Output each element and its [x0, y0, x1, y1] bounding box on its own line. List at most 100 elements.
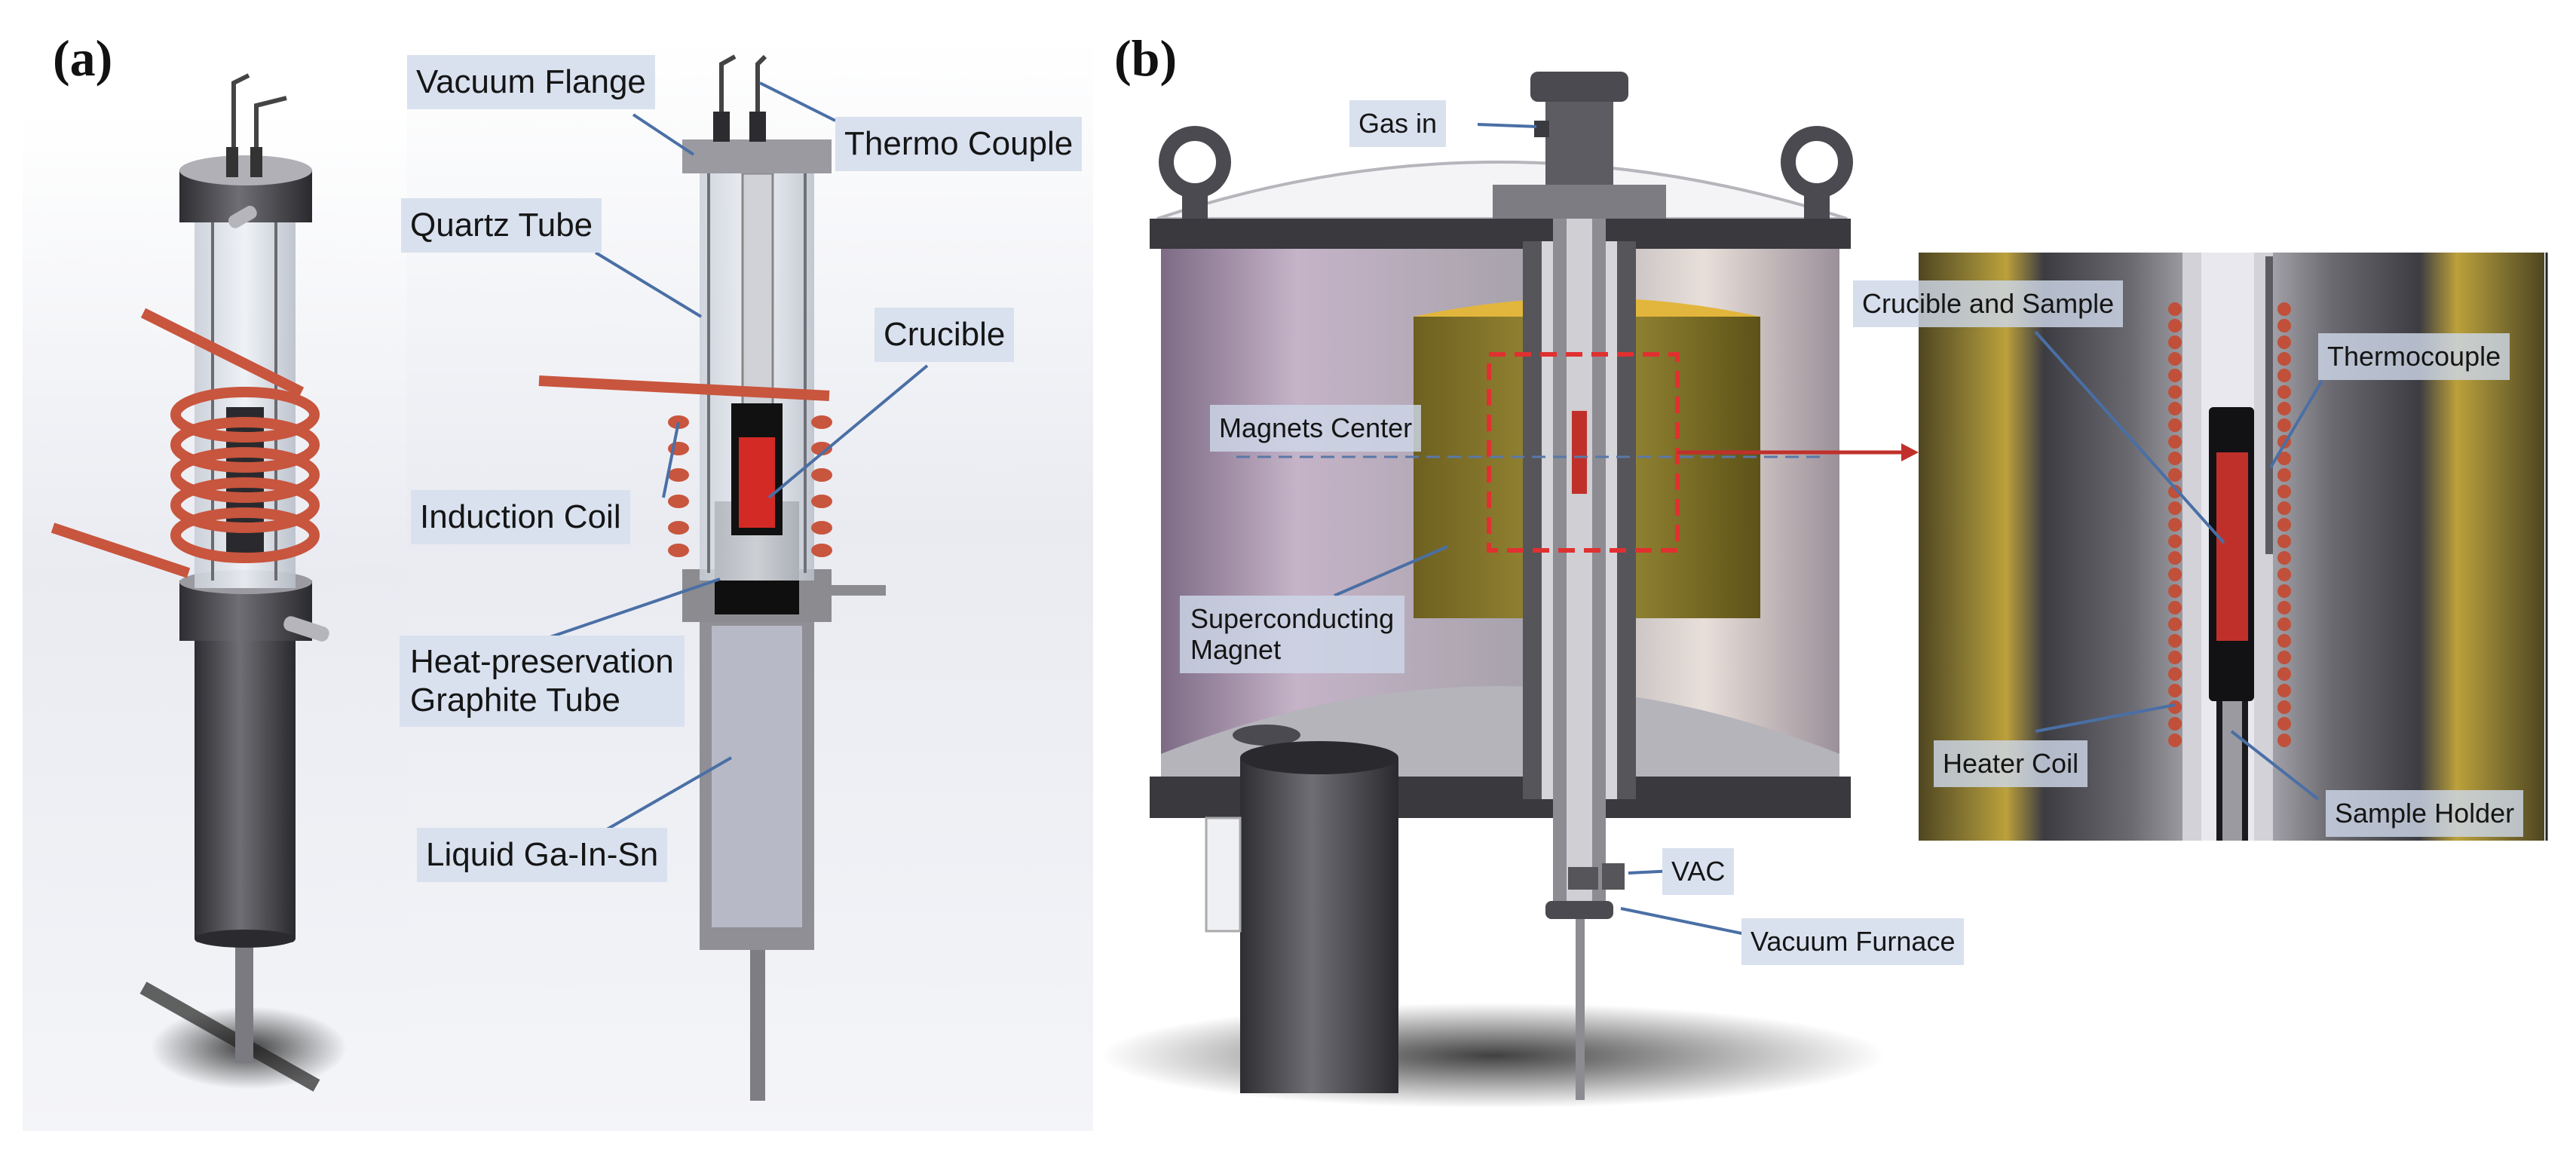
heater-coil-turn: [2277, 601, 2291, 614]
panel-label-a: (a): [53, 29, 113, 87]
label-vacuum-flange: Vacuum Flange: [407, 55, 655, 109]
gas-inlet-port: [1534, 121, 1549, 137]
sample: [739, 437, 775, 528]
heater-coil-turn: [2277, 501, 2291, 515]
bottom-rod: [235, 935, 253, 1063]
connector: [226, 147, 238, 177]
heater-coil-turn: [2168, 601, 2182, 614]
sample-holder-inner: [2222, 701, 2242, 841]
eye-post: [1804, 188, 1830, 222]
label-sample-holder: Sample Holder: [2326, 790, 2524, 837]
lower-cylinder-base: [195, 930, 296, 948]
panel-label-b: (b): [1114, 29, 1178, 87]
heater-coil-turn: [2168, 435, 2182, 449]
heater-coil-turn: [2168, 684, 2182, 697]
label-superconducting-line1: Superconducting: [1190, 603, 1395, 634]
heater-coil-turn: [2168, 385, 2182, 399]
thermocouple-wire-3d: [231, 73, 250, 147]
heater-coil-turn: [2277, 734, 2291, 747]
heater-coil-turn: [2168, 369, 2182, 382]
heater-coil-turn: [2277, 468, 2291, 482]
heater-coil-turn: [2168, 634, 2182, 648]
heater-coil-turn: [2277, 568, 2291, 581]
head-plate: [1493, 185, 1666, 219]
heater-coil-turn: [2168, 651, 2182, 664]
heater-coil-turn: [2168, 418, 2182, 432]
panel-b-leaders: [1334, 123, 2323, 936]
lifting-eye-left: [1159, 126, 1231, 198]
heater-coil-turn: [2168, 402, 2182, 415]
induction-coil-3d: [51, 308, 320, 578]
top-port: [228, 205, 257, 228]
heater-coil-turn: [2277, 617, 2291, 631]
heater-coil-turn: [2168, 485, 2182, 498]
heater-coil-turn: [2277, 634, 2291, 648]
connector: [749, 112, 766, 142]
heater-coil-turn: [2168, 518, 2182, 532]
apparatus-section: [538, 54, 886, 1101]
head-body: [1545, 94, 1613, 185]
heater-coil-turn: [2168, 568, 2182, 581]
heater-coil-turn: [2168, 452, 2182, 465]
heater-coil-turn: [2168, 535, 2182, 548]
label-vac: VAC: [1662, 848, 1735, 895]
transfer-opening: [1240, 741, 1398, 774]
sample-main: [1572, 411, 1587, 494]
label-heater-coil: Heater Coil: [1934, 740, 2088, 787]
heater-coil-turn: [2168, 335, 2182, 349]
label-heat-preservation-line1: Heat-preservation: [410, 643, 674, 680]
heater-coil-turn: [2277, 485, 2291, 498]
coil-lead: [538, 375, 830, 401]
heater-coil-turn: [2277, 684, 2291, 697]
side-glass: [1205, 817, 1242, 933]
label-crucible-and-sample: Crucible and Sample: [1853, 280, 2124, 327]
label-superconducting-magnet: Superconducting Magnet: [1180, 596, 1405, 673]
label-superconducting-line2: Magnet: [1190, 634, 1282, 666]
label-crucible: Crucible: [874, 308, 1015, 362]
magnet-system: [1101, 72, 1919, 1108]
apparatus-3d: [51, 73, 347, 1092]
heater-coil-turn: [2277, 335, 2291, 349]
inner-tube: [741, 172, 774, 424]
side-port: [825, 585, 886, 596]
heater-coil-turn: [2168, 717, 2182, 731]
heater-coil-turn: [2168, 319, 2182, 332]
label-induction-coil: Induction Coil: [411, 490, 630, 544]
transfer-tube: [1240, 758, 1398, 1093]
eye-post: [1182, 188, 1208, 222]
heater-coil-turn: [2168, 468, 2182, 482]
liquid-ga-in-sn: [712, 626, 802, 927]
heater-coil-turn: [2277, 352, 2291, 366]
heater-coil-turn: [2277, 667, 2291, 681]
heater-coil-turn: [2277, 551, 2291, 565]
label-liquid-ga-in-sn: Liquid Ga-In-Sn: [417, 828, 668, 882]
heater-coil-turn: [2277, 319, 2291, 332]
vacuum-furnace-flange: [1545, 901, 1613, 919]
label-heat-preservation: Heat-preservation Graphite Tube: [400, 636, 685, 728]
flange-top: [179, 155, 312, 185]
label-vacuum-furnace: Vacuum Furnace: [1741, 918, 1965, 965]
connector: [713, 112, 730, 142]
lifting-eye-right: [1781, 126, 1853, 198]
bottom-rod-b: [1576, 919, 1585, 1100]
sample-zoom: [2216, 452, 2248, 641]
top-flange-section: [682, 139, 832, 173]
heater-coil-turn: [2168, 352, 2182, 366]
system-shadow: [1101, 1003, 1885, 1108]
vessel-top-rim: [1150, 219, 1851, 249]
label-thermocouple: Thermocouple: [2318, 333, 2510, 380]
heater-coil-turn: [2277, 700, 2291, 714]
side-port: [283, 616, 329, 642]
heater-coil-turn: [2277, 717, 2291, 731]
insert-inner: [1567, 151, 1592, 905]
heater-coil-turn: [2277, 418, 2291, 432]
heater-coil-turn: [2168, 617, 2182, 631]
heater-coil-turn: [2277, 452, 2291, 465]
heater-coil-turn: [2277, 302, 2291, 316]
label-heat-preservation-line2: Graphite Tube: [410, 681, 620, 718]
zoom-arrow-head: [1901, 443, 1919, 461]
floor-port: [1233, 725, 1300, 746]
heater-coil-zoom: [2168, 302, 2291, 747]
